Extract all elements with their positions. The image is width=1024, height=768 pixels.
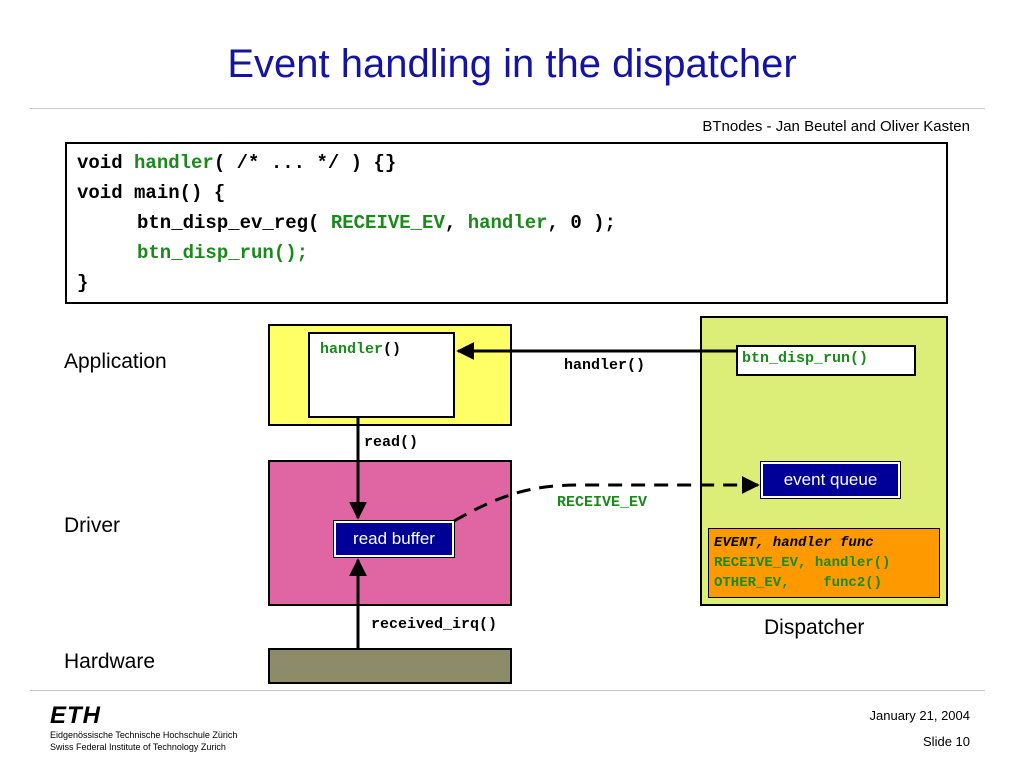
event-queue-box: event queue <box>760 461 901 499</box>
title-divider <box>30 108 985 109</box>
received-irq-label: received_irq() <box>371 616 498 633</box>
code-reg-end: , 0 ); <box>547 212 616 234</box>
event-table-row: OTHER_EV, func2() <box>714 575 883 591</box>
code-reg-call: btn_disp_ev_reg( <box>137 212 331 234</box>
code-line-3: btn_disp_ev_reg( RECEIVE_EV, handler, 0 … <box>137 212 616 234</box>
footer-divider <box>30 690 985 691</box>
eth-name-english: Swiss Federal Institute of Technology Zu… <box>50 742 226 752</box>
read-buffer-box: read buffer <box>333 520 455 558</box>
code-line-4: btn_disp_run(); <box>137 242 309 264</box>
author-line: BTnodes - Jan Beutel and Oliver Kasten <box>702 118 970 135</box>
receive-ev-label: RECEIVE_EV <box>557 494 648 511</box>
slide-title: Event handling in the dispatcher <box>227 42 797 86</box>
handler-fn-name: handler <box>320 341 384 358</box>
code-line-5: } <box>77 272 89 294</box>
event-table-header: EVENT, handler func <box>714 535 874 551</box>
handler-box <box>308 332 455 418</box>
handler-fn-parens: () <box>383 341 402 358</box>
code-handler-body: ( /* ... */ ) {} <box>213 152 397 174</box>
code-handler-name: handler <box>134 152 214 174</box>
slide-date: January 21, 2004 <box>869 708 970 723</box>
label-application: Application <box>64 350 167 373</box>
eth-name-german: Eidgenössische Technische Hochschule Zür… <box>50 730 238 740</box>
code-block: void handler( /* ... */ ) {} void main()… <box>65 142 948 304</box>
run-box-label: btn_disp_run() <box>742 350 869 367</box>
code-keyword: void <box>77 152 135 174</box>
read-call-label: read() <box>364 434 419 451</box>
code-event-name: RECEIVE_EV <box>330 212 445 234</box>
label-hardware: Hardware <box>64 650 156 673</box>
label-driver: Driver <box>64 514 120 537</box>
eth-logo: ETH <box>50 702 101 729</box>
hardware-layer-box <box>268 648 512 684</box>
label-dispatcher: Dispatcher <box>764 616 865 639</box>
code-line-1: void handler( /* ... */ ) {} <box>77 152 396 174</box>
run-box <box>736 345 916 376</box>
code-line-2: void main() { <box>77 182 226 204</box>
code-separator: , <box>444 212 468 234</box>
handler-call-label: handler() <box>564 357 646 374</box>
slide-number: Slide 10 <box>923 734 970 749</box>
event-table: EVENT, handler func RECEIVE_EV, handler(… <box>708 528 940 598</box>
arrow-receive-ev <box>453 476 760 523</box>
handler-box-label: handler() <box>320 341 401 358</box>
code-handler-arg: handler <box>467 212 548 234</box>
event-table-row: RECEIVE_EV, handler() <box>714 555 891 571</box>
